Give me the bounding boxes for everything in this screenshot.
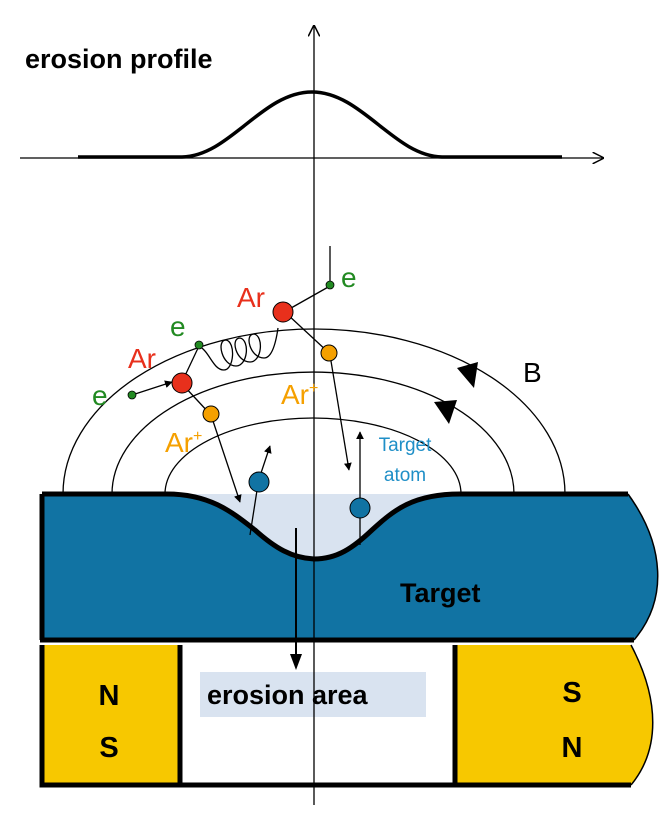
argon-ion-left bbox=[202, 405, 220, 423]
argon-ion-charge-right: + bbox=[309, 380, 318, 397]
magnet-left-top-pole: N bbox=[99, 680, 120, 712]
magnet-left-bottom-pole: S bbox=[99, 732, 118, 764]
electron-spiral-path bbox=[198, 327, 279, 371]
argon-ion-label-left: Ar+ bbox=[165, 427, 202, 458]
target-plate bbox=[42, 494, 658, 640]
field-arrow-outer bbox=[457, 362, 478, 388]
magnet-right-edge bbox=[630, 644, 654, 786]
erosion-area-label: erosion area bbox=[207, 680, 369, 710]
electron-incoming-left bbox=[131, 380, 173, 396]
electron-label-spiral: e bbox=[170, 311, 186, 342]
sputtered-atom-path-left bbox=[249, 483, 259, 536]
target-label: Target bbox=[400, 578, 481, 608]
electron-label-left: e bbox=[92, 380, 108, 411]
target-right-edge bbox=[627, 493, 659, 641]
argon-ion-label-right: Ar+ bbox=[281, 379, 318, 410]
magnetic-field-label: B bbox=[523, 357, 542, 388]
sputtered-atom-left bbox=[248, 471, 270, 493]
argon-atom-top bbox=[272, 301, 294, 323]
argon-ion-charge-left: + bbox=[193, 428, 202, 445]
erosion-area-highlight bbox=[200, 672, 426, 717]
erosion-arrow-head bbox=[290, 654, 302, 670]
argon-atom-left bbox=[171, 372, 193, 394]
magnet-base-outline bbox=[39, 645, 631, 788]
argon-label-left: Ar bbox=[128, 343, 156, 374]
target-atom-label-line2: atom bbox=[384, 465, 426, 486]
electron-spiral bbox=[194, 340, 204, 350]
electron-left bbox=[127, 390, 137, 400]
ion-impact-arrow-right bbox=[329, 354, 352, 471]
field-line-outer bbox=[62, 328, 566, 495]
magnet-left bbox=[42, 645, 180, 785]
argon-ion-right bbox=[320, 344, 338, 362]
argon-ion-symbol-right: Ar bbox=[281, 379, 309, 410]
argon-ion-symbol-left: Ar bbox=[165, 427, 193, 458]
ion-impact-arrow-left bbox=[211, 417, 242, 503]
sputtered-atom-right bbox=[349, 497, 371, 519]
electron-label-top: e bbox=[341, 262, 357, 293]
erosion-profile-title: erosion profile bbox=[25, 44, 213, 74]
field-line-inner bbox=[164, 417, 462, 495]
erosion-profile-curve bbox=[78, 90, 562, 159]
magnet-right-top-pole: S bbox=[562, 677, 581, 709]
magnet-right-bottom-pole: N bbox=[562, 732, 583, 764]
field-arrow-middle bbox=[434, 400, 457, 424]
field-line-middle bbox=[111, 371, 515, 495]
argon-ion-path-right bbox=[286, 313, 329, 353]
electron-top bbox=[325, 280, 335, 290]
argon-label-top: Ar bbox=[237, 282, 265, 313]
target-atom-label-line1: Target bbox=[379, 435, 433, 456]
magnet-right bbox=[455, 645, 653, 785]
